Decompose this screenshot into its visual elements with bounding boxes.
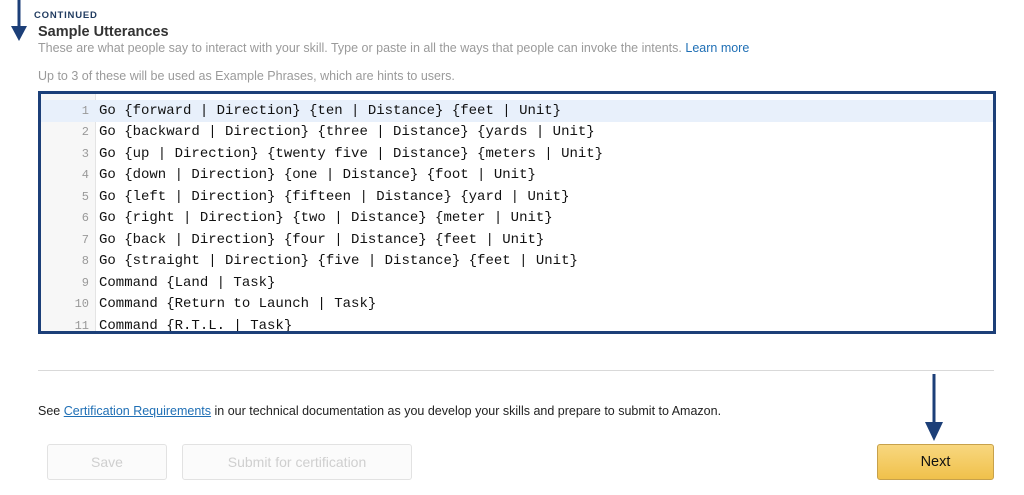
line-number: 7 [81, 232, 89, 247]
line-number: 2 [81, 125, 89, 140]
example-phrases-hint: Up to 3 of these will be used as Example… [38, 69, 455, 83]
certification-note: See Certification Requirements in our te… [38, 404, 721, 418]
editor-line[interactable]: 7 Go {back | Direction} {four | Distance}… [41, 229, 993, 251]
editor-line[interactable]: 1 Go {forward | Direction} {ten | Distanc… [41, 100, 993, 122]
editor-line[interactable]: 8 Go {straight | Direction} {five | Dista… [41, 251, 993, 273]
utterance-text[interactable]: Go {back | Direction} {four | Distance} … [99, 231, 545, 248]
submit-for-certification-button[interactable]: Submit for certification [182, 444, 412, 480]
utterance-text[interactable]: Command {Land | Task} [99, 274, 276, 291]
utterance-text[interactable]: Command {Return to Launch | Task} [99, 296, 377, 313]
line-number: 11 [74, 318, 89, 333]
code-lines: 1 Go {forward | Direction} {ten | Distanc… [41, 100, 993, 334]
line-number: 8 [81, 254, 89, 269]
utterance-text[interactable]: Command {R.T.L. | Task} [99, 317, 293, 334]
line-number: 6 [81, 211, 89, 226]
line-number: 5 [81, 189, 89, 204]
certification-requirements-link[interactable]: Certification Requirements [63, 404, 212, 418]
line-number-gutter [41, 94, 96, 331]
editor-line[interactable]: 2 Go {backward | Direction} {three | Dist… [41, 122, 993, 144]
line-number: 3 [81, 146, 89, 161]
line-number: 10 [74, 297, 89, 312]
utterance-text[interactable]: Go {down | Direction} {one | Distance} {… [99, 167, 536, 184]
section-description: These are what people say to interact wi… [38, 41, 749, 55]
editor-line[interactable]: 4 Go {down | Direction} {one | Distance} … [41, 165, 993, 187]
cert-suffix: in our technical documentation as you de… [214, 404, 722, 418]
learn-more-link[interactable]: Learn more [685, 41, 750, 55]
line-number: 1 [81, 103, 89, 118]
utterance-text[interactable]: Go {right | Direction} {two | Distance} … [99, 210, 553, 227]
utterance-text[interactable]: Go {straight | Direction} {five | Distan… [99, 253, 578, 270]
save-button[interactable]: Save [47, 444, 167, 480]
arrow-down-icon [925, 374, 943, 441]
editor-line[interactable]: 3 Go {up | Direction} {twenty five | Dist… [41, 143, 993, 165]
line-number: 9 [81, 275, 89, 290]
arrow-down-icon [11, 0, 27, 41]
line-number: 4 [81, 168, 89, 183]
editor-line[interactable]: 11 Command {R.T.L. | Task} [41, 315, 993, 334]
utterance-text[interactable]: Go {backward | Direction} {three | Dista… [99, 124, 595, 141]
editor-line[interactable]: 5 Go {left | Direction} {fifteen | Distan… [41, 186, 993, 208]
utterance-text[interactable]: Go {left | Direction} {fifteen | Distanc… [99, 188, 570, 205]
utterance-text[interactable]: Go {up | Direction} {twenty five | Dista… [99, 145, 604, 162]
next-button[interactable]: Next [877, 444, 994, 480]
continued-label: CONTINUED [34, 10, 98, 21]
editor-line[interactable]: 6 Go {right | Direction} {two | Distance}… [41, 208, 993, 230]
section-title: Sample Utterances [38, 24, 169, 40]
utterance-text[interactable]: Go {forward | Direction} {ten | Distance… [99, 102, 562, 119]
editor-line[interactable]: 9 Command {Land | Task} [41, 272, 993, 294]
description-text: These are what people say to interact wi… [38, 41, 682, 55]
editor-line[interactable]: 10 Command {Return to Launch | Task} [41, 294, 993, 316]
utterances-editor[interactable]: 1 Go {forward | Direction} {ten | Distanc… [38, 91, 996, 334]
cert-prefix: See [38, 404, 61, 418]
divider [38, 370, 994, 371]
